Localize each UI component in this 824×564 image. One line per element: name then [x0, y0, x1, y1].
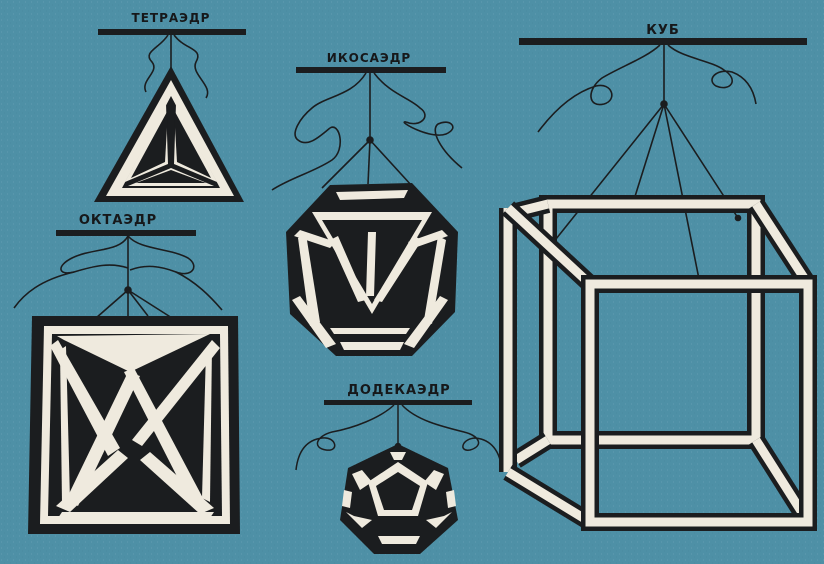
- cube-hanging-bar: [519, 38, 807, 45]
- icosahedron-label: ИКОСАЭДР: [327, 51, 411, 65]
- cube-label: КУБ: [646, 23, 680, 38]
- octahedron-hanging-bar: [56, 230, 196, 236]
- octahedron-frame: [28, 316, 240, 534]
- tetrahedron-label: ТЕТРАЭДР: [132, 11, 211, 25]
- icosahedron-frame: [286, 183, 458, 356]
- icosahedron-hanging-bar: [296, 67, 446, 73]
- octahedron-label: ОКТАЭДР: [79, 213, 157, 228]
- tetrahedron-hanging-bar: [98, 29, 246, 35]
- dodecahedron-hanging-bar: [324, 400, 472, 405]
- dodecahedron-label: ДОДЕКАЭДР: [347, 383, 450, 398]
